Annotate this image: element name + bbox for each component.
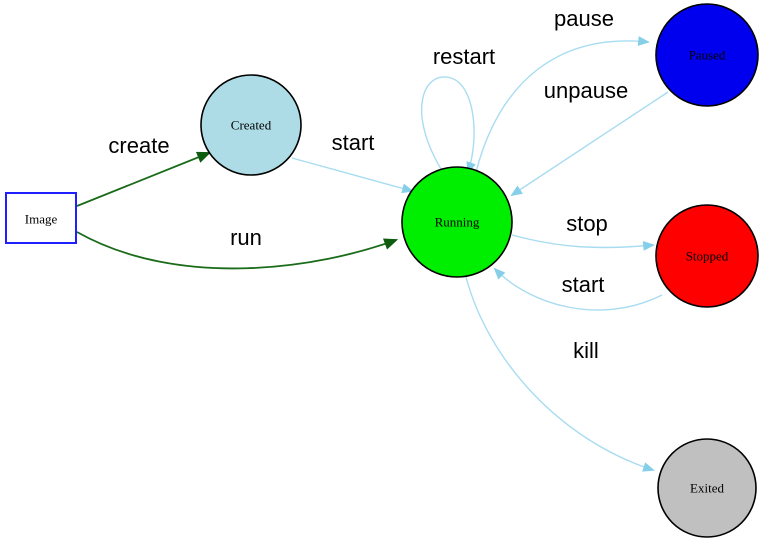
node-running-shape[interactable] (401, 166, 513, 278)
edge-restart-path (420, 76, 476, 174)
node-paused[interactable]: Paused (655, 3, 759, 107)
node-created[interactable]: Created (200, 74, 302, 176)
node-running[interactable]: Running (401, 166, 513, 278)
nodes-layer: Image Created Running Paused Stopped (5, 3, 759, 538)
edge-label-stop: stop (566, 211, 608, 236)
edge-stop[interactable]: stop (511, 211, 655, 251)
edge-pause-hit[interactable] (476, 41, 648, 172)
edge-label-pause: pause (554, 6, 614, 31)
node-exited[interactable]: Exited (657, 438, 757, 538)
edge-kill-path (465, 276, 655, 472)
edge-pause-path (475, 36, 650, 173)
node-image[interactable]: Image (5, 192, 77, 244)
edge-start-stopped-hit[interactable] (495, 269, 662, 310)
edge-run-hit[interactable] (77, 232, 396, 268)
edge-start-stopped[interactable]: start (493, 267, 663, 311)
node-image-shape[interactable] (5, 192, 77, 244)
edge-run[interactable]: run (76, 225, 399, 270)
node-paused-shape[interactable] (655, 3, 759, 107)
edge-label-create: create (108, 133, 169, 158)
edges-layer: create run start restart (76, 6, 669, 472)
edge-start-created-path (291, 157, 414, 194)
edge-label-restart: restart (433, 44, 495, 69)
edge-start-created-hit[interactable] (292, 158, 412, 191)
edge-pause[interactable]: pause (475, 6, 650, 173)
node-stopped-shape[interactable] (655, 204, 759, 308)
edge-unpause-path (510, 91, 669, 197)
node-stopped[interactable]: Stopped (655, 204, 759, 308)
edge-restart-hit[interactable] (422, 77, 474, 172)
node-exited-shape[interactable] (657, 438, 757, 538)
edge-stop-path (511, 234, 655, 251)
edge-stop-hit[interactable] (512, 235, 653, 248)
edge-start-created[interactable]: start (291, 130, 414, 194)
edge-run-path (76, 231, 399, 270)
edge-create-hit[interactable] (77, 153, 209, 206)
edge-label-kill: kill (573, 338, 599, 363)
edge-label-start-created: start (332, 130, 375, 155)
edge-start-stopped-path (493, 267, 663, 311)
edge-create-path (76, 151, 212, 207)
edge-create[interactable]: create (76, 133, 212, 207)
node-created-shape[interactable] (200, 74, 302, 176)
